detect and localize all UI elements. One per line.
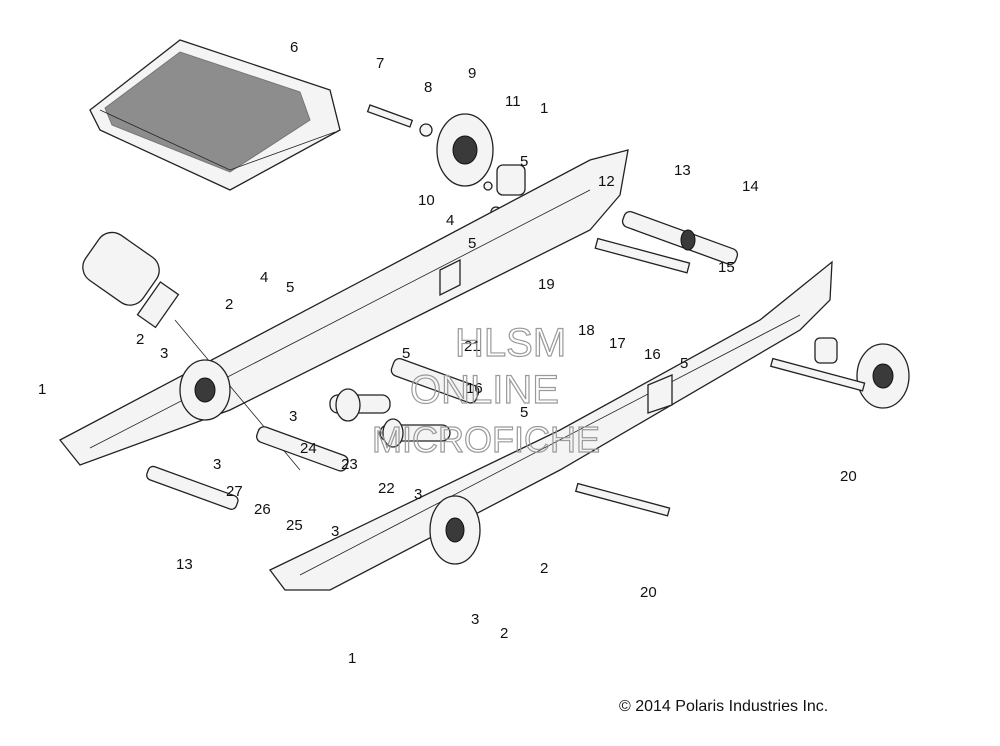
callout-2a: 2	[225, 296, 233, 313]
watermark-line3: MICROFICHE	[372, 419, 600, 460]
rear-axles-part	[574, 211, 866, 517]
callout-18: 18	[578, 322, 595, 339]
callout-3a: 3	[160, 345, 168, 362]
callout-2b: 2	[136, 331, 144, 348]
callout-5e: 5	[402, 345, 410, 362]
lower-rail-part	[269, 260, 833, 591]
callout-3c: 3	[213, 456, 221, 473]
callout-5a: 5	[520, 153, 528, 170]
callout-5f: 5	[520, 404, 528, 421]
callout-23: 23	[341, 456, 358, 473]
callout-2c: 2	[540, 560, 548, 577]
callout-1c: 1	[348, 650, 356, 667]
callout-3d: 3	[414, 486, 422, 503]
callout-17: 17	[609, 335, 626, 352]
callout-27: 27	[226, 483, 243, 500]
callout-16b: 16	[466, 380, 483, 397]
left-wheel-part	[179, 359, 231, 421]
callout-7: 7	[376, 55, 384, 72]
callout-4b: 4	[260, 269, 268, 286]
callout-3b: 3	[289, 408, 297, 425]
callout-20b: 20	[640, 584, 657, 601]
callout-9: 9	[468, 65, 476, 82]
callout-10: 10	[418, 192, 435, 209]
callout-5b: 5	[468, 235, 476, 252]
callout-4a: 4	[446, 212, 454, 229]
callout-3e: 3	[331, 523, 339, 540]
callout-13a: 13	[674, 162, 691, 179]
callout-25: 25	[286, 517, 303, 534]
callouts: 6 7 8 9 11 1 5 10 4 5 12 13 14 19 15 18 …	[38, 39, 857, 667]
watermark-line2: ONLINE	[410, 368, 559, 412]
callout-21: 21	[464, 338, 481, 355]
callout-13b: 13	[176, 556, 193, 573]
callout-22: 22	[378, 480, 395, 497]
callout-1b: 1	[38, 381, 46, 398]
center-axles-part	[146, 357, 480, 510]
callout-11: 11	[505, 93, 521, 110]
callout-26: 26	[254, 501, 271, 518]
shock-absorber-part	[82, 231, 301, 471]
track-module-part	[89, 39, 341, 191]
callout-20a: 20	[840, 468, 857, 485]
callout-14: 14	[742, 178, 759, 195]
callout-12: 12	[598, 173, 615, 190]
callout-1a: 1	[540, 100, 548, 117]
watermark-line1: HLSM	[455, 321, 566, 365]
callout-3f: 3	[471, 611, 479, 628]
callout-8: 8	[424, 79, 432, 96]
callout-19: 19	[538, 276, 555, 293]
callout-2d: 2	[500, 625, 508, 642]
callout-15: 15	[718, 259, 735, 276]
watermark: HLSM ONLINE MICROFICHE	[371, 320, 600, 460]
right-wheel-part	[429, 337, 910, 565]
callout-16a: 16	[644, 346, 661, 363]
callout-5d: 5	[286, 279, 294, 296]
copyright-text: © 2014 Polaris Industries Inc.	[619, 698, 828, 715]
callout-6: 6	[290, 39, 298, 56]
callout-5c: 5	[680, 355, 688, 372]
callout-24: 24	[300, 440, 317, 457]
